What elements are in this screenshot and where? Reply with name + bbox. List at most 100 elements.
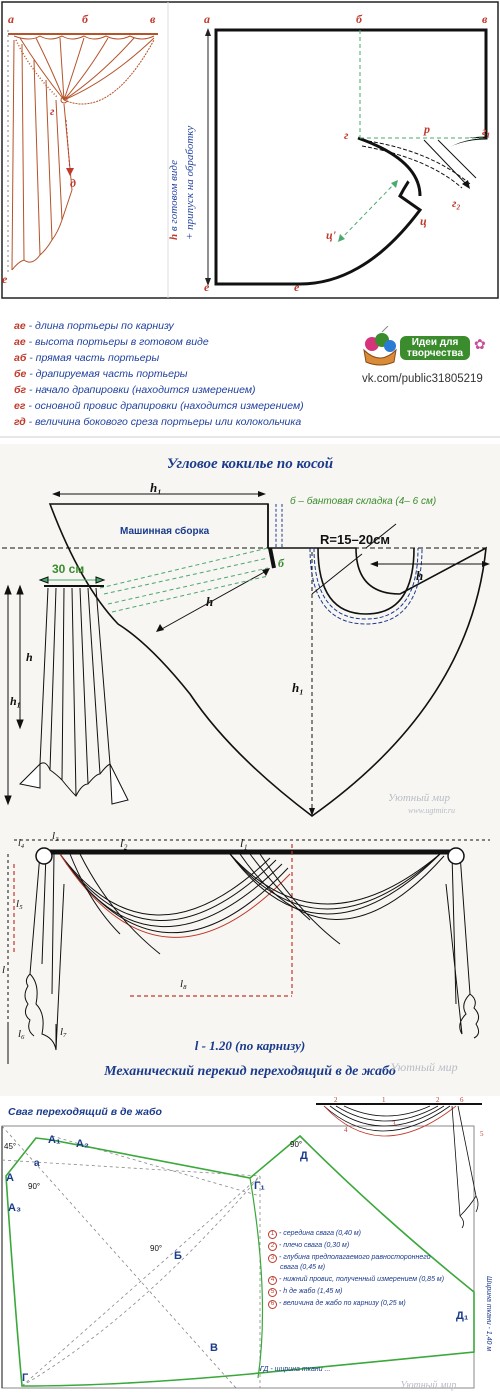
pattern-label-e: е bbox=[204, 280, 210, 294]
swag-legend-item: 5- h де жабо (1,45 м) bbox=[268, 1288, 342, 1297]
flower-icon: ✿ bbox=[474, 336, 486, 352]
swag-legend-item: 3- глубина предполагаемого равносторонне… bbox=[268, 1254, 431, 1263]
legend-item: ег - основной провис драпировки (находит… bbox=[14, 400, 304, 412]
legend-item: аб - прямая часть портьеры bbox=[14, 352, 160, 364]
label-45: 45° bbox=[4, 1142, 17, 1151]
pattern-label-a: а bbox=[204, 12, 210, 26]
corner-cascade-panel: Угловое кокилье по косой bbox=[0, 444, 500, 824]
sketch-num: 6 bbox=[460, 1096, 464, 1104]
curtain-pattern-outline bbox=[205, 28, 488, 286]
legend-item: бе - драпируемая часть портьеры bbox=[14, 368, 188, 380]
label-box-pleat: б – бантовая складка (4– 6 см) bbox=[290, 496, 437, 507]
legend-item: гд - величина бокового среза портьеры ил… bbox=[14, 416, 302, 428]
label-h1-side: h₁ bbox=[10, 694, 21, 708]
swag-pattern-svg bbox=[1, 1103, 482, 1389]
label-90a: 90° bbox=[28, 1182, 41, 1191]
fabric-width-note: Ширина ткани - 1,40 м bbox=[485, 1276, 492, 1352]
pattern-label-e2: е bbox=[294, 280, 300, 294]
label-h1-top: h₁ bbox=[150, 480, 162, 495]
label-A1: А₁ bbox=[48, 1134, 61, 1146]
panel-title: Механический перекид переходящий в де жа… bbox=[104, 1064, 396, 1079]
pattern-label-g2: г₂ bbox=[452, 196, 461, 210]
sketch-num: 5 bbox=[480, 1130, 484, 1138]
label-l7: l₇ bbox=[60, 1026, 67, 1038]
label-D: Д bbox=[300, 1150, 308, 1162]
rod-length-caption: l - 1.20 (по карнизу) bbox=[194, 1038, 306, 1053]
legend-item: ае - высота портьеры в готовом виде bbox=[14, 336, 209, 348]
swag-legend-item: свага (0,45 м) bbox=[280, 1264, 326, 1271]
label-l5: l₅ bbox=[16, 898, 23, 910]
swag-to-jabot-pattern-panel: Сваг переходящий в де жабо А₁ А₂ А а А₃ bbox=[0, 1096, 500, 1396]
label-radius: R=15–20см bbox=[320, 532, 390, 547]
label-h-right: h bbox=[416, 568, 424, 583]
label-l2: l₂ bbox=[120, 836, 128, 850]
label-b: б bbox=[278, 556, 284, 570]
label-B: Б bbox=[174, 1250, 182, 1262]
height-rest: в готовом виде bbox=[168, 160, 180, 234]
watermark-url: www.ugtmir.ru bbox=[408, 806, 455, 815]
divider bbox=[0, 436, 500, 438]
label-h-side: h bbox=[26, 650, 33, 664]
label-V: В bbox=[210, 1342, 218, 1354]
sketch-label-b: б bbox=[82, 12, 88, 26]
label-machine-gather: Машинная сборка bbox=[120, 526, 210, 537]
label-G: Г bbox=[22, 1372, 29, 1384]
swag-legend-item: 6- величина де жабо по карнизу (0,25 м) bbox=[268, 1300, 406, 1309]
label-l: l bbox=[2, 964, 6, 976]
label-l6: l₆ bbox=[18, 1028, 25, 1040]
watermark: Уютный мир bbox=[400, 1380, 457, 1391]
legend-panel: ае - длина портьеры по карнизу ае - высо… bbox=[0, 300, 500, 440]
curtain-pattern-panel: а б в г д е а б в г р г₁ г₂ ц ц' е е h в… bbox=[0, 0, 500, 300]
pattern-label-ts1: ц' bbox=[326, 228, 337, 242]
sketch-label-e: е bbox=[2, 272, 8, 286]
badge-url[interactable]: vk.com/public31805219 bbox=[362, 373, 483, 385]
bottom-note: ГД - ширина ткани ... bbox=[260, 1366, 331, 1373]
curtain-pattern-svg bbox=[1, 1, 499, 299]
swag-legend-item: 2- плечо свага (0,30 м) bbox=[268, 1242, 349, 1251]
label-h-diag: h bbox=[206, 594, 214, 609]
height-h: h bbox=[168, 233, 180, 240]
pattern-label-g1: г₁ bbox=[482, 124, 491, 138]
badge-title: Идеи для творчества bbox=[400, 336, 470, 360]
swag-jabot-svg bbox=[7, 839, 490, 1064]
pattern-label-b: б bbox=[356, 12, 362, 26]
label-90b: 90° bbox=[290, 1140, 303, 1149]
swag-legend-item: 1- середина свага (0,40 м) bbox=[268, 1230, 361, 1239]
label-A2: А₂ bbox=[76, 1138, 89, 1150]
sketch-num: 1 bbox=[382, 1096, 386, 1104]
corner-cascade-svg bbox=[2, 491, 490, 817]
sketch-label-v: в bbox=[150, 12, 156, 26]
label-h1-center: h₁ bbox=[292, 680, 304, 695]
label-l1: l₁ bbox=[240, 836, 248, 850]
label-a: а bbox=[34, 1158, 40, 1169]
label-l4: l₄ bbox=[18, 838, 25, 849]
sketch-num: 4 bbox=[344, 1126, 348, 1134]
pattern-height-label: h в готовом виде bbox=[168, 40, 180, 240]
community-badge[interactable]: Идеи для творчества ✿ vk.com/public31805… bbox=[360, 326, 495, 386]
pattern-label-r: р bbox=[424, 122, 430, 136]
label-l8: l₈ bbox=[180, 978, 187, 990]
watermark: Уютный мир bbox=[390, 1060, 458, 1074]
sketch-label-d: д bbox=[70, 176, 76, 190]
sketch-num: 2 bbox=[334, 1096, 338, 1104]
label-l3: l₃ bbox=[52, 830, 59, 842]
panel-title: Угловое кокилье по косой bbox=[166, 456, 334, 472]
swag-legend-item: 4- нижний провис, полученный измерением … bbox=[268, 1276, 444, 1285]
sketch-num: 2 bbox=[436, 1096, 440, 1104]
label-G1: Г₁ bbox=[254, 1180, 265, 1192]
curtain-sketch bbox=[7, 30, 158, 274]
label-30cm: 30 см bbox=[52, 562, 85, 576]
pattern-label-ts: ц bbox=[420, 214, 427, 228]
watermark: Уютный мир bbox=[388, 792, 450, 804]
sketch-label-g: г bbox=[50, 104, 55, 118]
sketch-num: 3 bbox=[392, 1120, 396, 1128]
cascade-sketch bbox=[4, 576, 129, 806]
legend-item: ае - длина портьеры по карнизу bbox=[14, 320, 174, 332]
swag-jabot-panel: l₄ l₃ l₂ l₁ l₅ l l₈ l₆ l₇ l - 1.20 (по к… bbox=[0, 824, 500, 1096]
label-A3: А₃ bbox=[8, 1202, 22, 1214]
label-A: А bbox=[6, 1172, 14, 1184]
label-90c: 90° bbox=[150, 1244, 163, 1253]
panel-title: Сваг переходящий в де жабо bbox=[8, 1106, 162, 1118]
pattern-label-g: г bbox=[344, 128, 349, 142]
sketch-label-a: а bbox=[8, 12, 14, 26]
